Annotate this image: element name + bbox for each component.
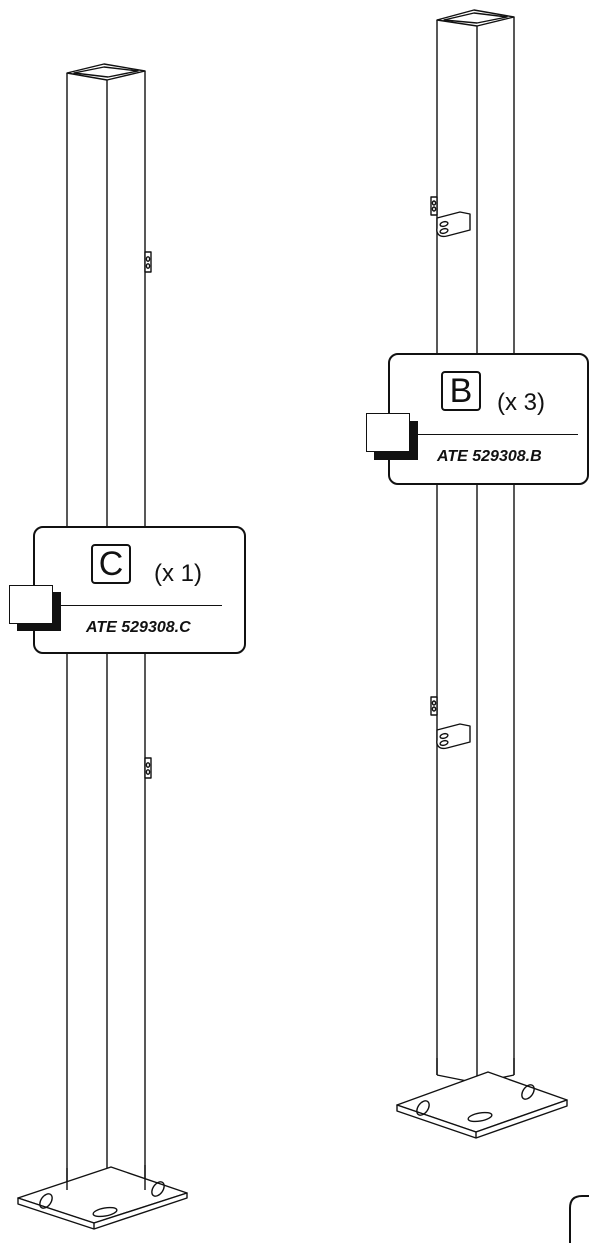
part-square-c (9, 585, 53, 624)
bracket-c-lower (144, 757, 152, 779)
label-divider-c (61, 605, 222, 606)
part-quantity-c: (x 1) (154, 560, 202, 587)
part-letter-b: B (441, 371, 481, 411)
bracket-b-upper (430, 196, 471, 238)
part-code-c: ATE 529308.C (86, 619, 191, 636)
next-label-frame-edge (569, 1195, 589, 1243)
part-code-b: ATE 529308.B (437, 448, 542, 465)
part-square-b (366, 413, 410, 452)
part-label-c (33, 526, 246, 654)
post-b (396, 9, 568, 1139)
bracket-b-lower (430, 696, 471, 750)
label-divider-b (418, 434, 578, 435)
part-letter-c: C (91, 544, 131, 584)
part-quantity-b: (x 3) (497, 389, 545, 416)
base-plate-c (17, 1165, 188, 1230)
part-label-b (388, 353, 589, 485)
base-plate-b (396, 1058, 568, 1139)
bracket-c-upper (144, 251, 152, 273)
